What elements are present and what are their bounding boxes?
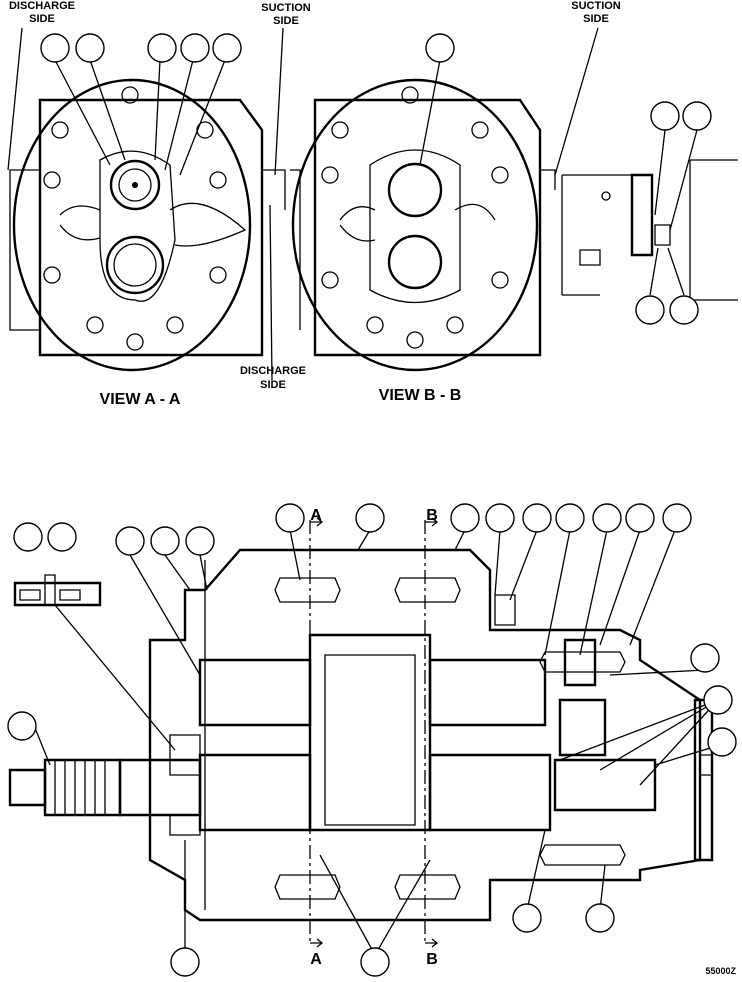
section-center-plate <box>308 633 432 832</box>
view-b-gear-cavity <box>369 149 461 304</box>
view-b-right-port <box>540 169 556 190</box>
view-a-passages <box>59 202 247 247</box>
label-suction-top-right-1: SUCTION <box>571 0 621 12</box>
label-discharge-middle-2: SIDE <box>260 379 286 391</box>
section-rear-coupling <box>553 758 657 812</box>
side-detail-nut <box>654 224 671 246</box>
view-a-right-port <box>262 169 286 210</box>
view-b-flange <box>291 78 539 372</box>
label-suction-top-middle-2: SIDE <box>273 15 299 27</box>
label-section-b-top: B <box>426 507 438 524</box>
label-section-a-top: A <box>310 507 322 524</box>
side-detail-housing <box>689 159 738 301</box>
section-housing <box>148 548 702 922</box>
view-b-left-port <box>290 169 301 330</box>
label-view-a: VIEW A - A <box>100 391 181 408</box>
section-relief-valve <box>558 698 607 757</box>
view-b-upper-bore <box>387 162 443 218</box>
label-view-b: VIEW B - B <box>379 387 462 404</box>
view-b-housing <box>313 98 542 357</box>
side-detail-flange <box>630 173 654 257</box>
figure-number: 55000Z <box>705 966 736 976</box>
section-shaft-seal <box>169 734 201 836</box>
label-suction-top-right-2: SIDE <box>583 13 609 25</box>
view-a-left-port <box>9 169 41 331</box>
leader-lines <box>7 27 721 956</box>
view-a-flange <box>12 78 252 372</box>
view-b-bolt-holes <box>321 86 509 349</box>
view-b-lower-bore <box>387 234 443 290</box>
label-section-a-bottom: A <box>310 951 322 968</box>
view-a-lower-gear <box>105 235 165 295</box>
section-bearing-blocks <box>198 658 552 832</box>
view-a-a <box>9 78 286 372</box>
view-a-gear-cavity <box>99 150 176 302</box>
view-a-housing <box>38 98 264 357</box>
section-drive-shaft <box>8 758 202 817</box>
label-section-b-bottom: B <box>426 951 438 968</box>
side-detail <box>561 159 738 301</box>
view-a-bolt-holes <box>43 86 227 351</box>
section-plug <box>494 594 516 626</box>
section-view <box>8 517 714 948</box>
label-discharge-top-left-1: DISCHARGE <box>9 0 75 12</box>
label-discharge-middle-1: DISCHARGE <box>240 365 306 377</box>
view-b-passages <box>339 203 496 242</box>
section-rear-cover <box>693 698 714 862</box>
callout-bubbles <box>7 33 737 977</box>
text-labels: DISCHARGE SIDE SUCTION SIDE SUCTION SIDE… <box>9 0 737 976</box>
view-a-upper-gear <box>109 159 161 211</box>
section-spring <box>563 638 597 687</box>
view-b-b <box>290 78 556 372</box>
section-dowel-pins <box>274 577 626 900</box>
seal-detail <box>13 574 102 607</box>
side-detail-body <box>561 174 640 296</box>
label-suction-top-middle-1: SUCTION <box>261 2 311 14</box>
label-discharge-top-left-2: SIDE <box>29 13 55 25</box>
